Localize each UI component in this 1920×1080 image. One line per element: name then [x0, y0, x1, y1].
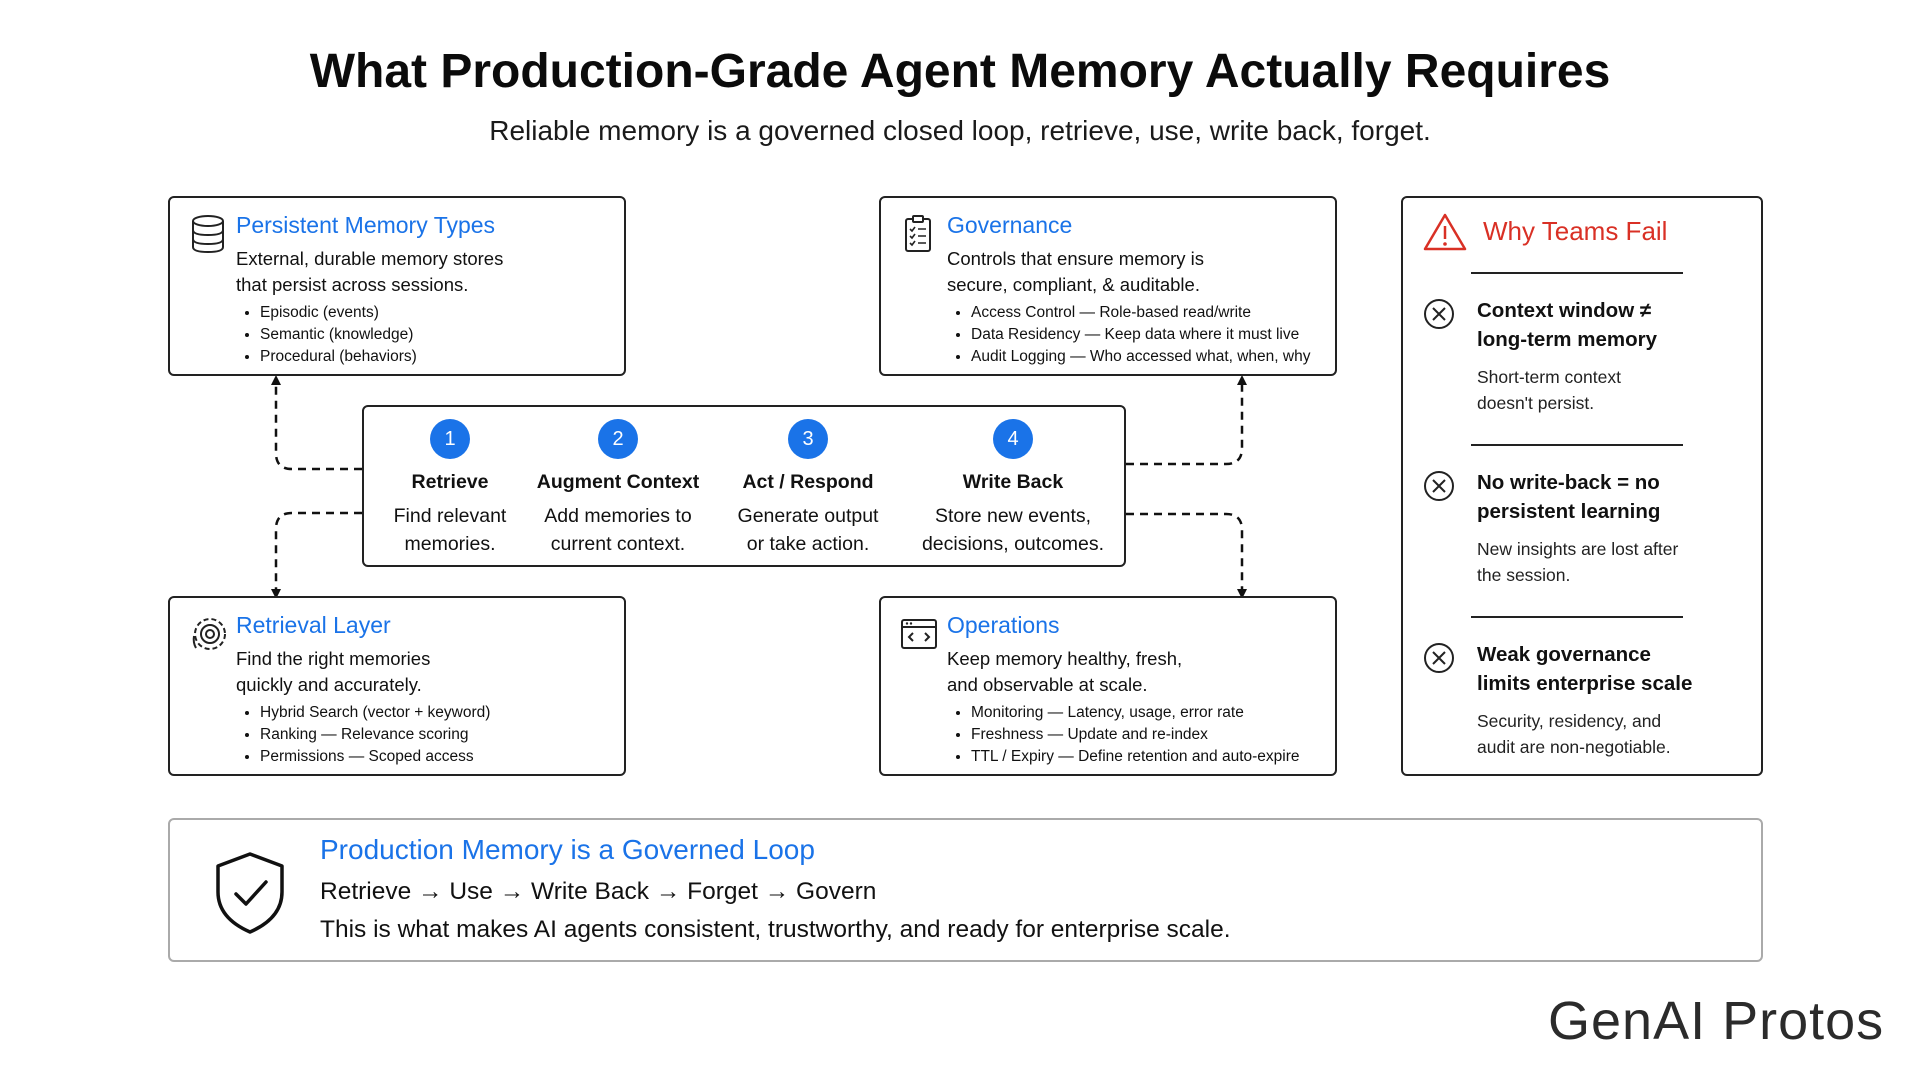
- banner-description: This is what makes AI agents consistent,…: [320, 916, 1231, 943]
- card-list: Monitoring — Latency, usage, error rate …: [971, 702, 1300, 768]
- list-item: Data Residency — Keep data where it must…: [971, 324, 1310, 346]
- banner-flow: Retrieve → Use → Write Back → Forget → G…: [320, 878, 877, 905]
- step-number-badge: 2: [598, 419, 638, 459]
- code-window-icon: [901, 614, 937, 654]
- operations-card: Operations Keep memory healthy, fresh, a…: [879, 596, 1337, 776]
- governance-card: Governance Controls that ensure memory i…: [879, 196, 1337, 376]
- list-item: Freshness — Update and re-index: [971, 724, 1300, 746]
- page-title: What Production-Grade Agent Memory Actua…: [309, 45, 1611, 98]
- banner-title: Production Memory is a Governed Loop: [320, 834, 815, 865]
- card-description: External, durable memory stores that per…: [236, 248, 504, 295]
- divider: [1471, 272, 1683, 274]
- step-description: Find relevant memories.: [393, 505, 507, 555]
- retrieval-layer-card: Retrieval Layer Find the right memories …: [168, 596, 626, 776]
- memory-types-card: Persistent Memory Types External, durabl…: [168, 196, 626, 376]
- fail-description: New insights are lost after the session.: [1477, 539, 1679, 585]
- x-circle-icon: [1423, 642, 1455, 674]
- step-label: Act / Respond: [742, 471, 874, 493]
- step-label: Write Back: [962, 471, 1064, 493]
- step-number-badge: 3: [788, 419, 828, 459]
- page-subtitle: Reliable memory is a governed closed loo…: [489, 115, 1431, 146]
- card-list: Access Control — Role-based read/write D…: [971, 302, 1310, 368]
- list-item: Ranking — Relevance scoring: [260, 724, 490, 746]
- connector-to-memory: [271, 375, 362, 471]
- step-description: Store new events, decisions, outcomes.: [921, 505, 1105, 555]
- shield-check-icon: [212, 850, 288, 936]
- warning-icon: [1423, 212, 1467, 252]
- connector-to-governance: [1126, 375, 1247, 466]
- fail-heading: No write-back = no persistent learning: [1477, 471, 1661, 523]
- card-title: Persistent Memory Types: [236, 212, 496, 238]
- card-list: Hybrid Search (vector + keyword) Ranking…: [260, 702, 490, 768]
- connector-to-operations: [1126, 512, 1247, 599]
- fail-description: Security, residency, and audit are non-n…: [1477, 711, 1671, 757]
- x-circle-icon: [1423, 470, 1455, 502]
- list-item: Hybrid Search (vector + keyword): [260, 702, 490, 724]
- divider: [1471, 616, 1683, 618]
- loop-step-act: 3 Act / Respond Generate output or take …: [718, 419, 898, 558]
- loop-step-augment: 2 Augment Context Add memories to curren…: [528, 419, 708, 558]
- card-description: Find the right memories quickly and accu…: [236, 648, 431, 695]
- step-description: Add memories to current context.: [544, 505, 692, 555]
- list-item: Monitoring — Latency, usage, error rate: [971, 702, 1300, 724]
- list-item: Procedural (behaviors): [260, 346, 417, 368]
- list-item: Episodic (events): [260, 302, 417, 324]
- list-item: TTL / Expiry — Define retention and auto…: [971, 746, 1300, 768]
- x-circle-icon: [1423, 298, 1455, 330]
- list-item: Permissions — Scoped access: [260, 746, 490, 768]
- step-number-badge: 4: [993, 419, 1033, 459]
- step-number-badge: 1: [430, 419, 470, 459]
- governed-loop-banner: Production Memory is a Governed Loop Ret…: [168, 818, 1763, 962]
- fail-heading: Context window ≠ long-term memory: [1477, 299, 1657, 351]
- divider: [1471, 444, 1683, 446]
- fail-title: Why Teams Fail: [1483, 216, 1668, 246]
- card-description: Controls that ensure memory is secure, c…: [947, 248, 1205, 295]
- list-item: Semantic (knowledge): [260, 324, 417, 346]
- checklist-icon: [901, 214, 937, 254]
- step-label: Retrieve: [411, 471, 489, 493]
- memory-loop-panel: 1 Retrieve Find relevant memories. 2 Aug…: [362, 405, 1126, 567]
- card-title: Retrieval Layer: [236, 612, 391, 638]
- database-icon: [190, 214, 226, 254]
- loop-step-write-back: 4 Write Back Store new events, decisions…: [908, 419, 1118, 558]
- loop-step-retrieve: 1 Retrieve Find relevant memories.: [380, 419, 520, 558]
- why-teams-fail-card: Why Teams Fail Context window ≠ long-ter…: [1401, 196, 1763, 776]
- list-item: Access Control — Role-based read/write: [971, 302, 1310, 324]
- card-description: Keep memory healthy, fresh, and observab…: [947, 648, 1183, 695]
- card-list: Episodic (events) Semantic (knowledge) P…: [260, 302, 417, 368]
- step-label: Augment Context: [536, 471, 700, 493]
- brand-logo: GenAI Protos: [1548, 991, 1885, 1051]
- connector-to-retrieval: [271, 511, 362, 599]
- fail-heading: Weak governance limits enterprise scale: [1477, 643, 1693, 695]
- list-item: Audit Logging — Who accessed what, when,…: [971, 346, 1310, 368]
- card-title: Operations: [947, 612, 1060, 638]
- gear-search-icon: [190, 614, 226, 654]
- fail-description: Short-term context doesn't persist.: [1477, 367, 1621, 413]
- card-title: Governance: [947, 212, 1073, 238]
- step-description: Generate output or take action.: [737, 505, 879, 555]
